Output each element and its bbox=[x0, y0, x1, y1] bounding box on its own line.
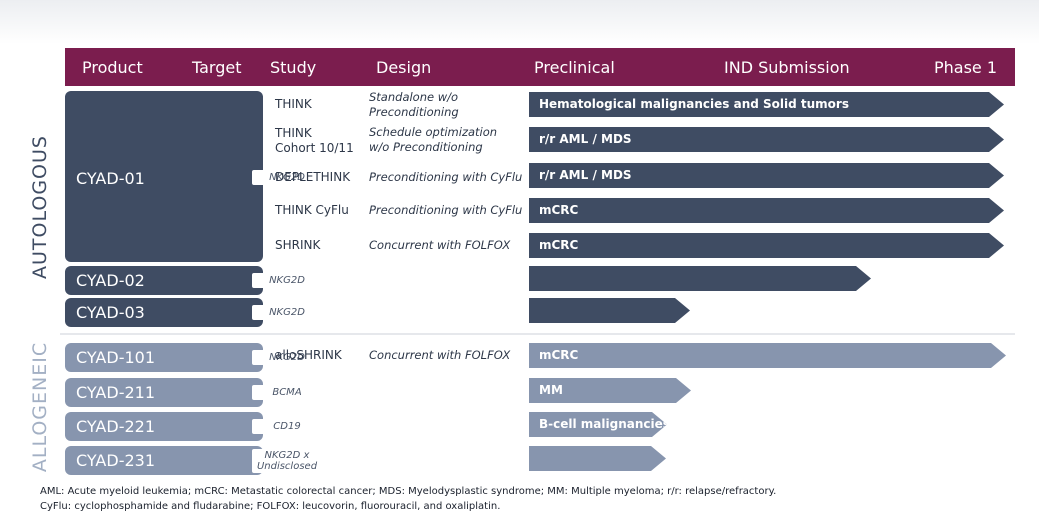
target-line: NKG2D x bbox=[264, 450, 310, 461]
header-study: Study bbox=[270, 58, 317, 77]
product-cyad-101: CYAD-101 NKG2D bbox=[65, 343, 322, 372]
header-design: Design bbox=[376, 58, 432, 77]
product-name: CYAD-101 bbox=[76, 348, 155, 367]
design-standalone: Standalone w/o Preconditioning bbox=[369, 90, 459, 120]
study-line: THINK bbox=[275, 126, 312, 140]
product-cyad-221: CYAD-221 CD19 bbox=[65, 412, 322, 441]
target-badge: NKG2D bbox=[252, 305, 322, 320]
design-cyflu: Preconditioning with CyFlu bbox=[369, 170, 523, 184]
product-name: CYAD-03 bbox=[76, 303, 145, 322]
target-badge: BCMA bbox=[252, 385, 322, 400]
target-badge: NKG2D bbox=[252, 350, 322, 365]
study-shrink: SHRINK bbox=[275, 238, 321, 252]
header-preclinical: Preclinical bbox=[534, 58, 615, 77]
study-think-cohort: THINK Cohort 10/11 bbox=[275, 126, 354, 156]
progress-bar-cyad-03 bbox=[529, 298, 690, 323]
header-phase-1: Phase 1 bbox=[934, 58, 998, 77]
study-line: Cohort 10/11 bbox=[275, 141, 354, 155]
indication-label: MM bbox=[539, 383, 563, 397]
section-divider bbox=[60, 333, 1015, 335]
progress-bar-cyad-231 bbox=[529, 446, 666, 471]
footnote-regimens: CyFlu: cyclophosphamide and fludarabine;… bbox=[40, 501, 501, 512]
design-folfox: Concurrent with FOLFOX bbox=[369, 238, 511, 252]
design-line: Standalone w/o bbox=[369, 90, 459, 104]
indication-label: B-cell malignancies bbox=[539, 417, 670, 431]
design-cyflu: Preconditioning with CyFlu bbox=[369, 203, 523, 217]
product-cyad-03: CYAD-03 NKG2D bbox=[65, 298, 322, 327]
product-name: CYAD-221 bbox=[76, 417, 155, 436]
header-product: Product bbox=[82, 58, 143, 77]
progress-bar-think-cohort: r/r AML / MDS bbox=[529, 127, 1004, 152]
target-badge: CD19 bbox=[252, 419, 322, 434]
design-line: Schedule optimization bbox=[369, 125, 498, 139]
design-line: w/o Preconditioning bbox=[369, 140, 483, 154]
progress-bar-deplethink: r/r AML / MDS bbox=[529, 163, 1004, 188]
study-deplethink: DEPLETHINK bbox=[275, 170, 351, 184]
product-cyad-231: CYAD-231 NKG2D x Undisclosed bbox=[65, 446, 322, 475]
study-allo-shrink: alloSHRINK bbox=[275, 348, 342, 362]
design-schedule-optimization: Schedule optimization w/o Preconditionin… bbox=[369, 125, 497, 155]
indication-label: Hematological malignancies and Solid tum… bbox=[539, 97, 849, 111]
allogeneic-label: ALLOGENEIC bbox=[29, 341, 51, 473]
header-target: Target bbox=[192, 58, 242, 77]
indication-label: mCRC bbox=[539, 203, 579, 217]
product-name: CYAD-02 bbox=[76, 271, 145, 290]
target-badge: NKG2D x Undisclosed bbox=[252, 449, 322, 473]
progress-bar-cyad-211: MM bbox=[529, 378, 691, 403]
progress-bar-cyad-101: mCRC bbox=[529, 343, 1006, 368]
target-line: Undisclosed bbox=[256, 461, 318, 472]
product-cyad-211: CYAD-211 BCMA bbox=[65, 378, 322, 407]
design-line: Preconditioning bbox=[369, 105, 459, 119]
indication-label: r/r AML / MDS bbox=[539, 132, 632, 146]
product-cyad-02: CYAD-02 NKG2D bbox=[65, 266, 322, 295]
header-ind-submission: IND Submission bbox=[724, 58, 850, 77]
progress-bar-cyad-02 bbox=[529, 266, 871, 291]
indication-label: r/r AML / MDS bbox=[539, 168, 632, 182]
target-badge: NKG2D bbox=[252, 170, 322, 185]
indication-label: mCRC bbox=[539, 238, 579, 252]
top-band bbox=[0, 0, 1039, 44]
product-name: CYAD-01 bbox=[76, 169, 145, 188]
study-think-cyflu: THINK CyFlu bbox=[275, 203, 349, 217]
study-think: THINK bbox=[275, 97, 312, 111]
footnote-abbreviations: AML: Acute myeloid leukemia; mCRC: Metas… bbox=[40, 486, 777, 497]
product-cyad-01: CYAD-01 NKG2D bbox=[65, 91, 322, 262]
autologous-label: AUTOLOGOUS bbox=[29, 135, 51, 279]
progress-bar-shrink: mCRC bbox=[529, 233, 1004, 258]
target-badge: NKG2D bbox=[252, 273, 322, 288]
indication-label: mCRC bbox=[539, 348, 579, 362]
product-name: CYAD-211 bbox=[76, 383, 155, 402]
design-folfox: Concurrent with FOLFOX bbox=[369, 348, 511, 362]
progress-bar-think: Hematological malignancies and Solid tum… bbox=[529, 92, 1004, 117]
progress-bar-think-cyflu: mCRC bbox=[529, 198, 1004, 223]
pipeline-header: Product Target Study Design Preclinical … bbox=[65, 48, 1015, 86]
product-name: CYAD-231 bbox=[76, 451, 155, 470]
progress-bar-cyad-221: B-cell malignancies bbox=[529, 412, 667, 437]
